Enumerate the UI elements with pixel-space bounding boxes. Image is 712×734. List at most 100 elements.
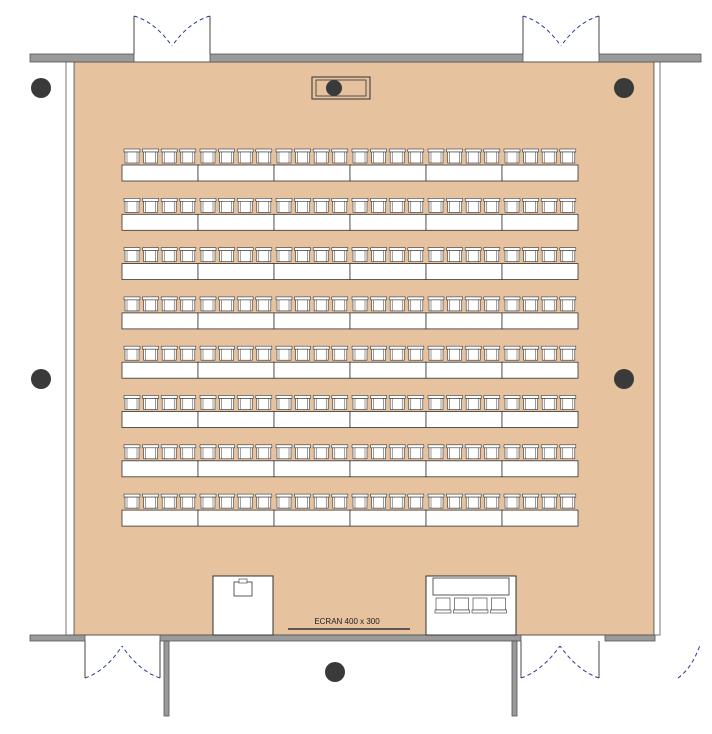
chair [370,395,387,410]
chair [483,444,501,460]
chair [464,148,482,164]
chair [275,148,293,164]
chair [407,345,425,361]
chair [312,148,330,164]
table [273,164,351,182]
table [425,213,503,231]
chair [427,198,445,213]
chair [199,198,217,213]
head-table [425,575,517,636]
table-with-chairs [501,493,579,527]
chair [370,247,387,262]
head-table-chair [453,597,470,614]
chair [559,247,577,262]
chair [218,247,235,262]
right-wall [653,61,661,636]
chair [559,395,577,410]
bottom-door-frames [84,641,600,678]
table-with-chairs [349,296,427,330]
chair [123,198,141,213]
chair [142,493,159,509]
table-with-chairs [273,296,351,330]
table-with-chairs [197,493,275,527]
table-with-chairs [121,296,199,330]
table [425,312,503,330]
chair [275,444,293,460]
table-with-chairs [425,444,503,478]
chair [236,247,254,262]
chair [275,247,293,262]
table-with-chairs [197,395,275,428]
table-with-chairs [425,296,503,330]
chair [160,247,178,262]
table [349,213,427,231]
table [121,312,199,330]
seat-row [121,493,579,527]
column-top-right [614,78,634,98]
chair [483,345,501,361]
table-with-chairs [501,247,579,281]
chair [275,345,293,361]
table-with-chairs [273,198,351,231]
table-with-chairs [349,247,427,281]
chair [351,493,369,509]
table [273,460,351,478]
chair [351,296,369,312]
chair [142,148,159,164]
chair [540,345,558,361]
table [273,213,351,231]
chair [522,296,539,312]
table [425,460,503,478]
chair [388,395,406,410]
chair [503,395,521,410]
lectern [212,575,274,636]
table [349,460,427,478]
table-with-chairs [349,444,427,478]
chair [427,395,445,410]
chair [236,296,254,312]
chair [370,198,387,213]
bottom-door-swing-right [520,645,600,679]
chair [351,198,369,213]
table-with-chairs [501,345,579,379]
chair [464,198,482,213]
chair [464,296,482,312]
table [197,263,275,281]
chair [331,493,349,509]
chair [218,296,235,312]
chair [236,345,254,361]
chair [160,345,178,361]
chair [483,493,501,509]
chair [483,148,501,164]
chair [522,198,539,213]
chair [160,493,178,509]
bottom-corridor [163,640,518,717]
chair [503,444,521,460]
chair [407,444,425,460]
chair [446,444,463,460]
table [501,263,579,281]
chair [275,395,293,410]
chair [331,444,349,460]
table [273,509,351,527]
chair [218,148,235,164]
table-with-chairs [121,493,199,527]
table-with-chairs [273,444,351,478]
table-with-chairs [349,148,427,182]
table [349,312,427,330]
chair [179,493,197,509]
chair [218,198,235,213]
table-with-chairs [121,148,199,182]
chair [142,247,159,262]
chair [179,247,197,262]
chair [294,198,311,213]
chair [142,198,159,213]
table [501,312,579,330]
top-door-swing-right [522,15,600,47]
chair [294,395,311,410]
chair [294,345,311,361]
chair [199,395,217,410]
chair [312,296,330,312]
chair [123,345,141,361]
bottom-door-swing-left [84,645,161,679]
